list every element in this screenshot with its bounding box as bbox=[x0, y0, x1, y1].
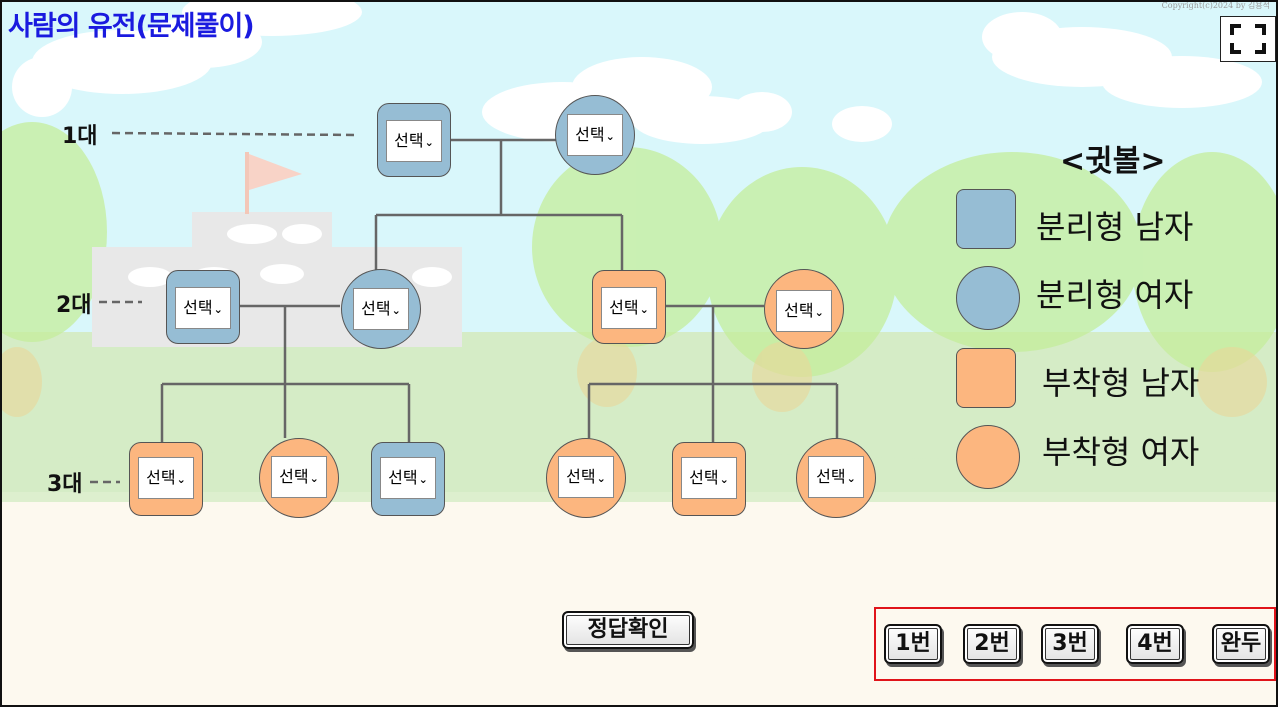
chevron-down-icon: ⌄ bbox=[605, 130, 615, 143]
legend-swatch-detached-female bbox=[956, 266, 1020, 330]
generation-label-2: 2대 bbox=[56, 293, 92, 318]
chevron-down-icon: ⌄ bbox=[391, 304, 401, 317]
select-label: 선택 bbox=[279, 467, 309, 486]
chevron-down-icon: ⌄ bbox=[309, 472, 319, 485]
select-label: 선택 bbox=[609, 298, 639, 317]
genotype-select[interactable]: 선택⌄ bbox=[601, 287, 657, 329]
legend-swatch-attached-male bbox=[956, 348, 1016, 408]
genotype-select[interactable]: 선택⌄ bbox=[558, 456, 614, 498]
select-label: 선택 bbox=[146, 468, 176, 487]
pedigree-node-g3-child-3: 선택⌄ bbox=[371, 442, 445, 516]
select-label: 선택 bbox=[575, 125, 605, 144]
select-label: 선택 bbox=[689, 468, 719, 487]
chevron-down-icon: ⌄ bbox=[424, 136, 434, 149]
pea-problem-button[interactable]: 완두 bbox=[1212, 624, 1270, 664]
pedigree-node-g1-male: 선택⌄ bbox=[377, 103, 451, 177]
pedigree-node-g3-child-5: 선택⌄ bbox=[672, 442, 746, 516]
problem-3-button[interactable]: 3번 bbox=[1041, 624, 1099, 664]
chevron-down-icon: ⌄ bbox=[719, 473, 729, 486]
chevron-down-icon: ⌄ bbox=[213, 303, 223, 316]
genotype-select[interactable]: 선택⌄ bbox=[681, 457, 737, 499]
legend-label-detached-female: 분리형 여자 bbox=[1036, 276, 1194, 314]
chevron-down-icon: ⌄ bbox=[639, 303, 649, 316]
legend-swatch-detached-male bbox=[956, 189, 1016, 249]
select-label: 선택 bbox=[388, 468, 418, 487]
generation-label-3: 3대 bbox=[47, 472, 83, 497]
pedigree-node-g2-female-right: 선택⌄ bbox=[764, 269, 844, 349]
pedigree-node-g2-male-left: 선택⌄ bbox=[166, 270, 240, 344]
legend-title: <귓볼> bbox=[1060, 144, 1166, 179]
genotype-select[interactable]: 선택⌄ bbox=[175, 287, 231, 329]
pedigree-node-g3-child-6: 선택⌄ bbox=[796, 438, 876, 518]
chevron-down-icon: ⌄ bbox=[418, 473, 428, 486]
generation-label-1: 1대 bbox=[62, 124, 98, 149]
genotype-select[interactable]: 선택⌄ bbox=[138, 457, 194, 499]
chevron-down-icon: ⌄ bbox=[596, 472, 606, 485]
select-label: 선택 bbox=[816, 467, 846, 486]
select-label: 선택 bbox=[566, 467, 596, 486]
legend-swatch-attached-female bbox=[956, 425, 1020, 489]
copyright-text: Copyright(c)2024 by 김용석 bbox=[1161, 1, 1270, 10]
fullscreen-icon bbox=[1230, 24, 1266, 54]
problem-2-button[interactable]: 2번 bbox=[963, 624, 1021, 664]
genotype-select[interactable]: 선택⌄ bbox=[380, 457, 436, 499]
legend-label-attached-male: 부착형 남자 bbox=[1042, 364, 1200, 402]
legend-label-attached-female: 부착형 여자 bbox=[1042, 433, 1200, 471]
genotype-select[interactable]: 선택⌄ bbox=[808, 456, 864, 498]
select-label: 선택 bbox=[361, 299, 391, 318]
genotype-select[interactable]: 선택⌄ bbox=[353, 288, 409, 330]
pedigree-node-g3-child-1: 선택⌄ bbox=[129, 442, 203, 516]
pedigree-node-g3-child-2: 선택⌄ bbox=[259, 438, 339, 518]
genotype-select[interactable]: 선택⌄ bbox=[567, 114, 623, 156]
chevron-down-icon: ⌄ bbox=[846, 472, 856, 485]
select-label: 선택 bbox=[784, 301, 814, 320]
pedigree-node-g2-male-right: 선택⌄ bbox=[592, 270, 666, 344]
legend-label-detached-male: 분리형 남자 bbox=[1036, 208, 1194, 246]
chevron-down-icon: ⌄ bbox=[814, 306, 824, 319]
genotype-select[interactable]: 선택⌄ bbox=[271, 456, 327, 498]
fullscreen-button[interactable] bbox=[1220, 16, 1276, 62]
select-label: 선택 bbox=[394, 131, 424, 150]
problem-nav-box bbox=[874, 607, 1276, 681]
genotype-select[interactable]: 선택⌄ bbox=[776, 290, 832, 332]
chevron-down-icon: ⌄ bbox=[176, 473, 186, 486]
problem-4-button[interactable]: 4번 bbox=[1126, 624, 1184, 664]
pedigree-node-g3-child-4: 선택⌄ bbox=[546, 438, 626, 518]
pedigree-node-g1-female: 선택⌄ bbox=[555, 95, 635, 175]
page-title: 사람의 유전(문제풀이) bbox=[8, 11, 255, 42]
check-answer-button[interactable]: 정답확인 bbox=[562, 611, 694, 649]
genotype-select[interactable]: 선택⌄ bbox=[386, 120, 442, 162]
select-label: 선택 bbox=[183, 298, 213, 317]
pedigree-node-g2-female-left: 선택⌄ bbox=[341, 269, 421, 349]
problem-1-button[interactable]: 1번 bbox=[884, 624, 942, 664]
gen1-leader-line bbox=[111, 131, 358, 137]
